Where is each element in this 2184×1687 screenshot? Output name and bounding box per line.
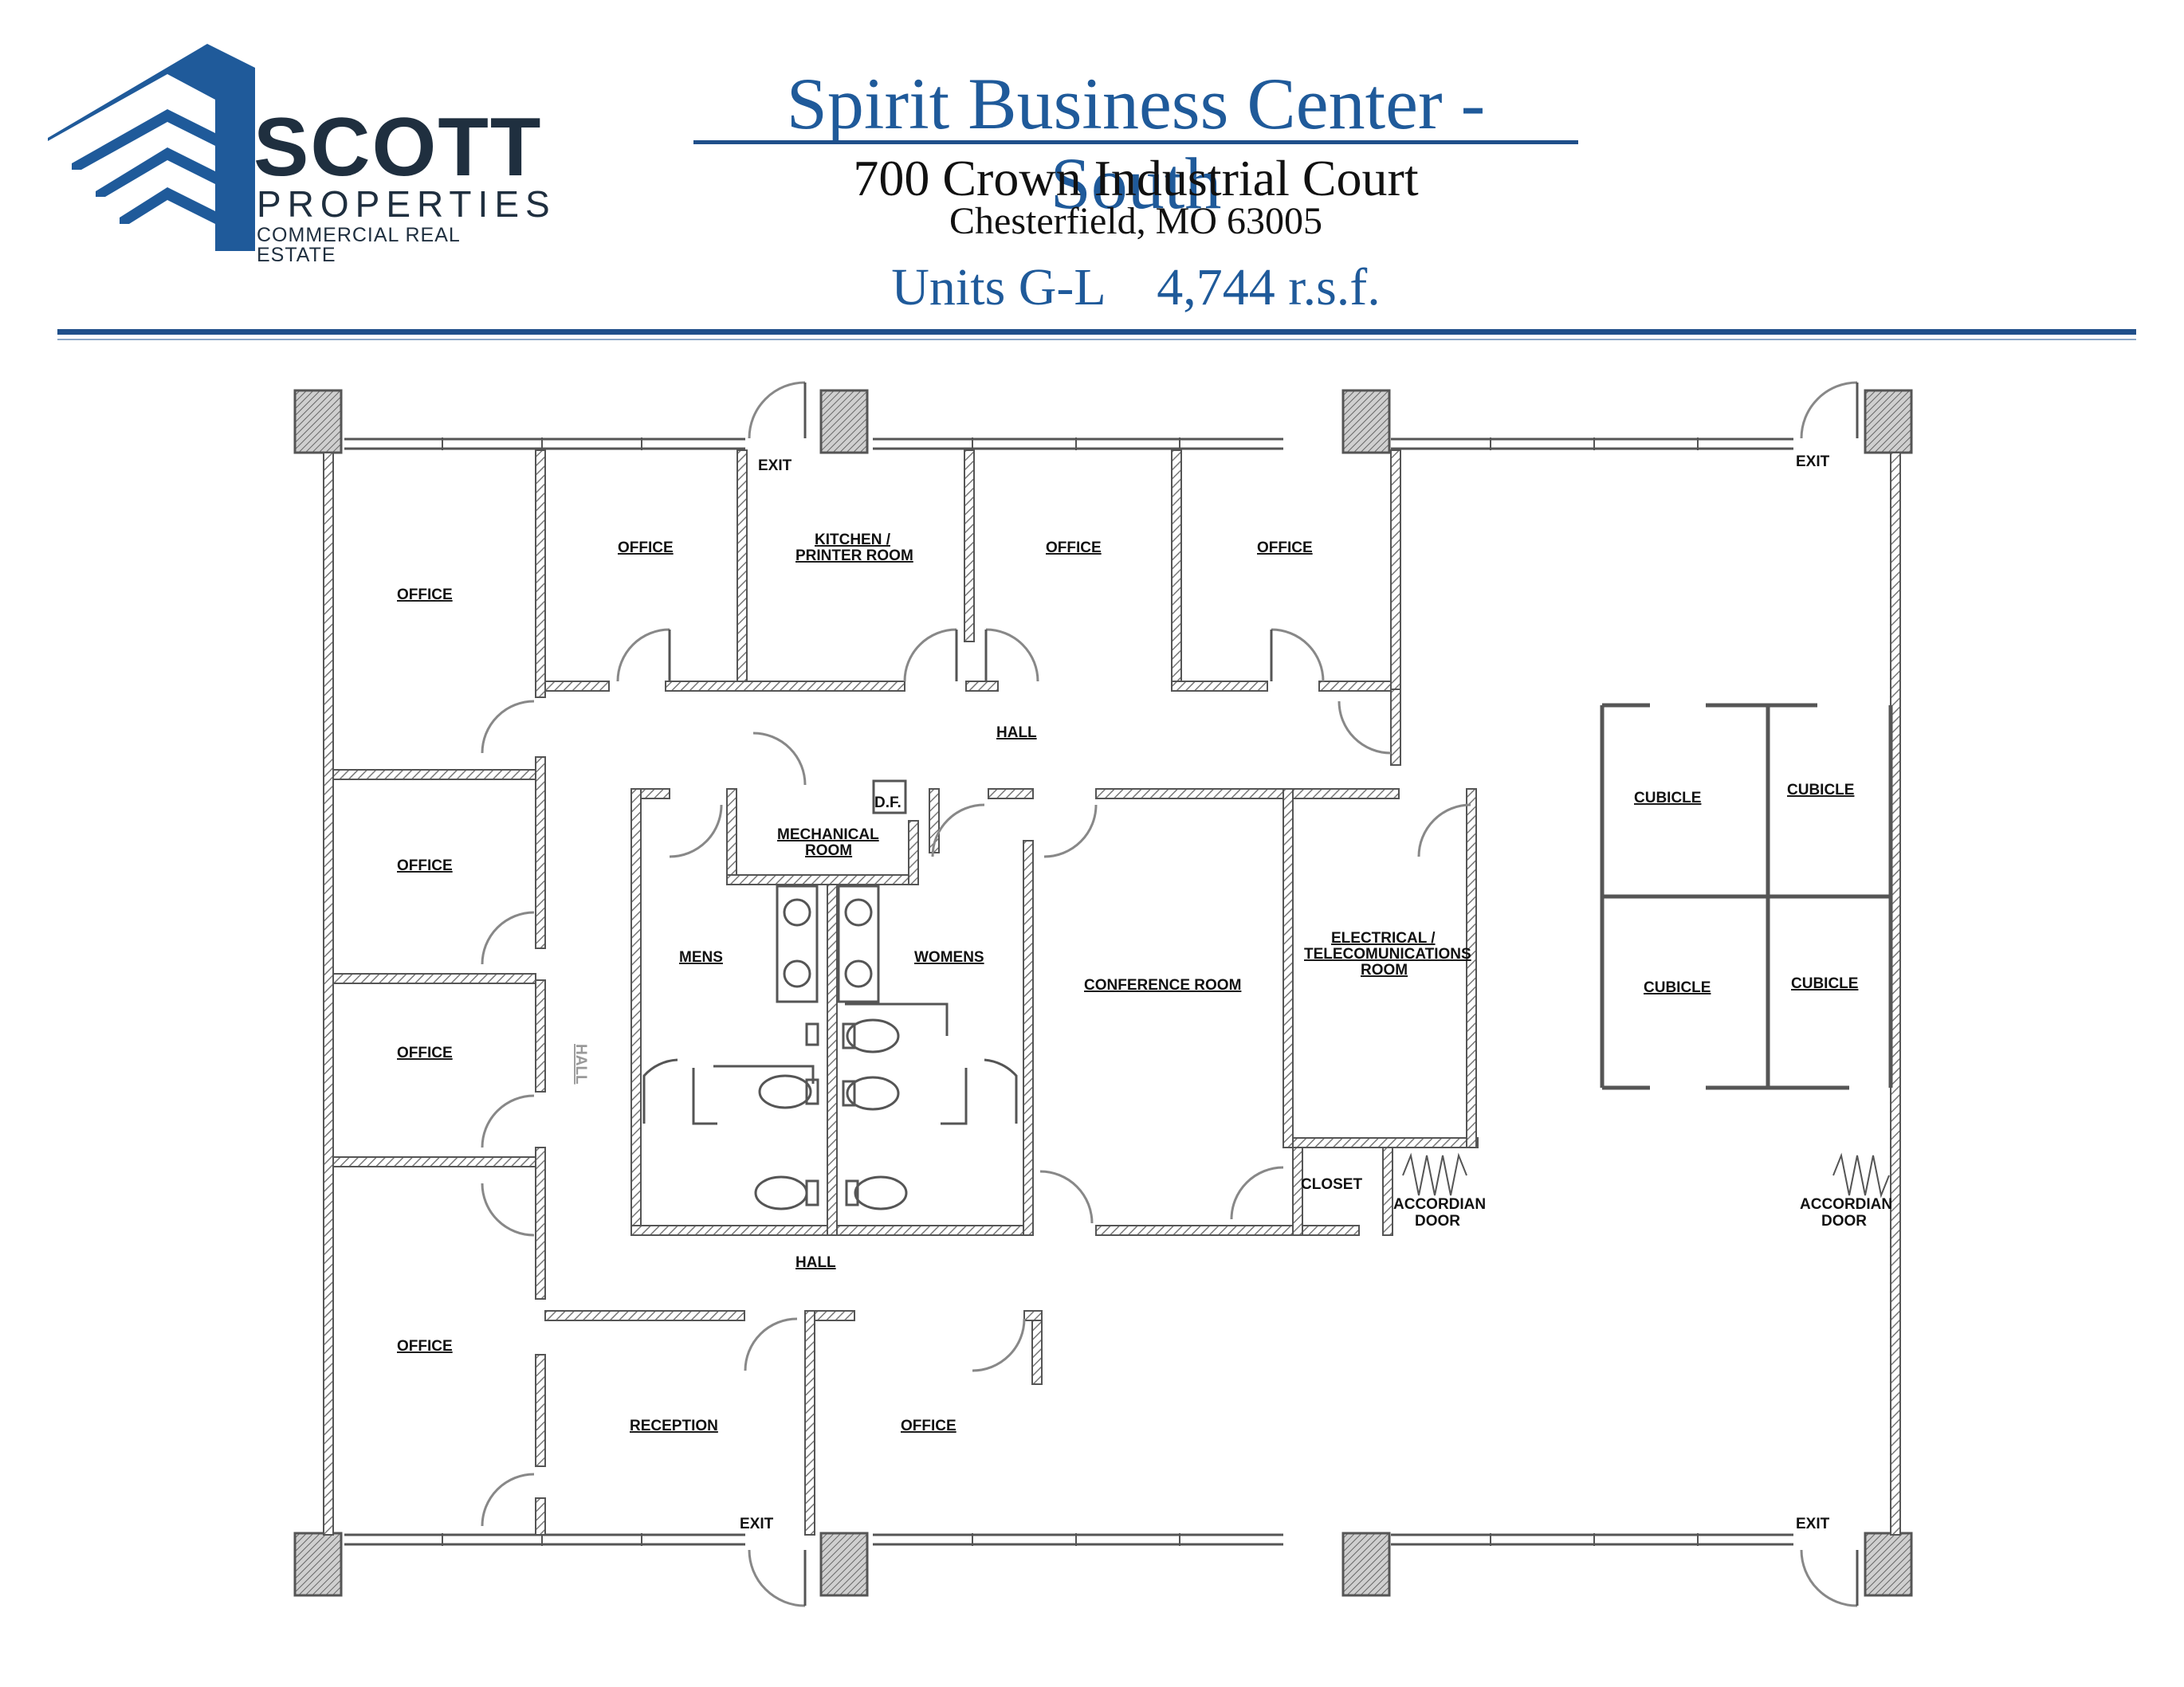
cubicle-label: CUBICLE (1787, 782, 1854, 798)
kitchen-label: KITCHEN / (815, 532, 891, 548)
office-label: OFFICE (397, 857, 453, 874)
header-divider (57, 329, 2136, 335)
accordian-door-label-2: DOOR (1821, 1213, 1867, 1230)
office-label: OFFICE (1257, 539, 1313, 556)
mechanical-label: MECHANICAL (777, 826, 879, 843)
mens-label: MENS (679, 949, 723, 966)
logo-wordmark: SCOTT (253, 101, 543, 194)
exit-label: EXIT (1796, 453, 1830, 470)
electrical-label-2: TELECOMUNICATIONS (1304, 946, 1471, 963)
df-label: D.F. (874, 794, 901, 811)
electrical-label: ELECTRICAL / (1331, 930, 1436, 947)
mechanical-label-2: ROOM (805, 842, 852, 859)
logo-tagline: COMMERCIAL REAL ESTATE (257, 224, 460, 266)
office-label: OFFICE (397, 587, 453, 603)
office-label: OFFICE (618, 539, 674, 556)
cubicle-partitions (1600, 703, 1893, 1090)
drinking-fountain-icon (872, 779, 907, 814)
scott-logo: SCOTT PROPERTIES COMMERCIAL REAL ESTATE (48, 44, 550, 265)
hall-label: HALL (795, 1254, 836, 1271)
walls (323, 449, 1901, 1536)
door-swings (481, 381, 1859, 1607)
title-underline (693, 140, 1578, 144)
office-label: OFFICE (1046, 539, 1102, 556)
electrical-label-3: ROOM (1361, 962, 1408, 979)
office-label: OFFICE (901, 1418, 956, 1434)
exit-label: EXIT (1796, 1516, 1830, 1532)
cubicle-label: CUBICLE (1791, 975, 1858, 992)
room-labels: EXIT EXIT EXIT EXIT OFFICE OFFICE KITCHE… (397, 453, 1892, 1532)
conference-label: CONFERENCE ROOM (1084, 977, 1241, 994)
address-line-2: Chesterfield, MO 63005 (949, 200, 1322, 242)
accordian-door-label: ACCORDIAN (1800, 1196, 1892, 1213)
exterior-window-walls (344, 437, 1793, 1546)
exit-label: EXIT (758, 457, 792, 474)
womens-label: WOMENS (914, 949, 984, 966)
cubicle-label: CUBICLE (1634, 790, 1701, 806)
hall-label: HALL (572, 1044, 589, 1085)
chevron-roof-icon (48, 44, 255, 251)
hall-label: HALL (996, 724, 1037, 741)
header-divider-thin (57, 339, 2136, 340)
page-title: Spirit Business Center - South (786, 63, 1486, 224)
exit-label: EXIT (740, 1516, 774, 1532)
units-area: Units G-L 4,744 r.s.f. (891, 258, 1381, 316)
logo-subtitle: PROPERTIES (257, 183, 556, 225)
window-mullions (442, 437, 1699, 1546)
closet-label: CLOSET (1301, 1176, 1362, 1193)
reception-label: RECEPTION (630, 1418, 718, 1434)
kitchen-label-2: PRINTER ROOM (795, 547, 913, 564)
office-label: OFFICE (397, 1338, 453, 1355)
office-label: OFFICE (397, 1045, 453, 1061)
address-line-1: 700 Crown Industrial Court (853, 150, 1419, 206)
accordion-door-icon (1402, 1152, 1890, 1199)
structural-columns (293, 389, 1913, 1597)
accordian-door-label-2: DOOR (1415, 1213, 1460, 1230)
cubicle-label: CUBICLE (1644, 979, 1711, 996)
accordian-door-label: ACCORDIAN (1393, 1196, 1486, 1213)
restroom-fixtures (642, 885, 1018, 1210)
